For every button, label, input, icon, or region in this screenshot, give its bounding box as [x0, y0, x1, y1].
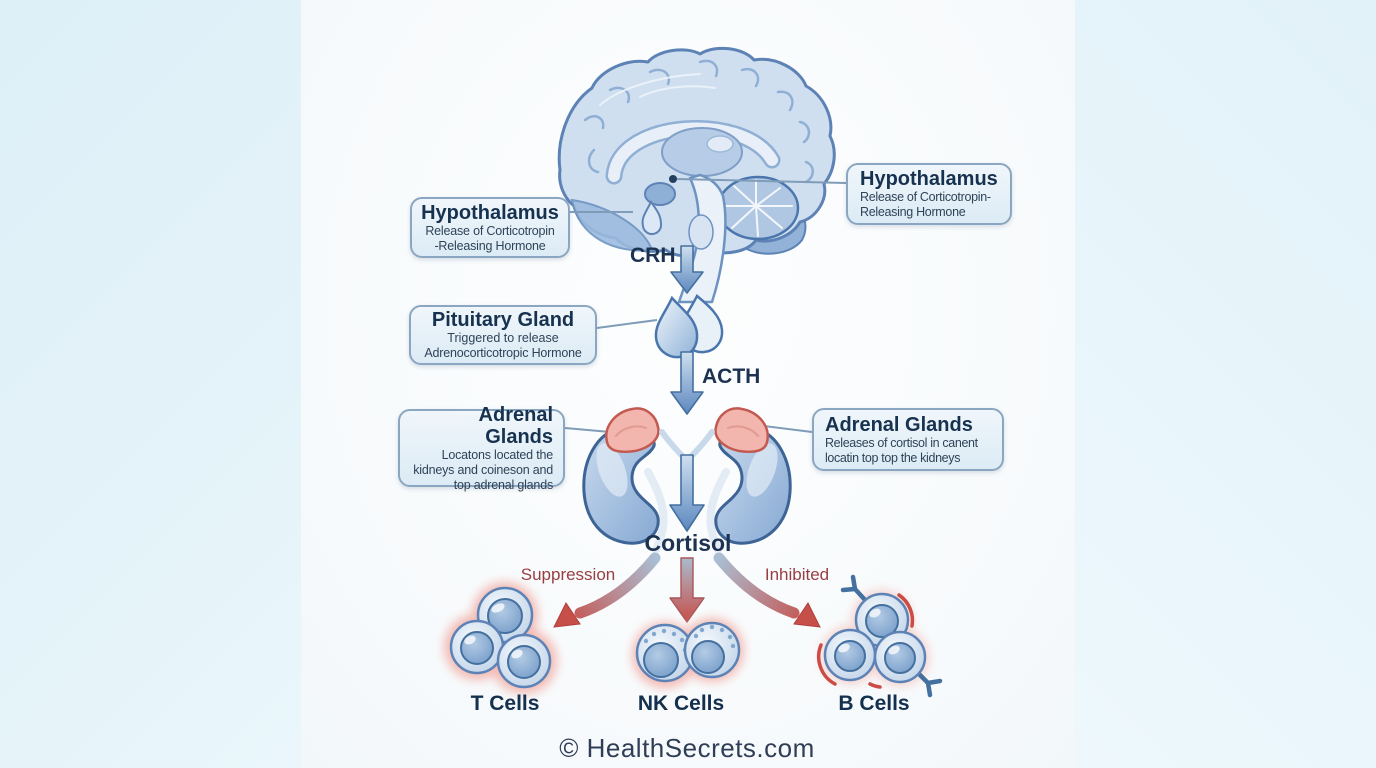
- hypothalamus-dot: [669, 175, 677, 183]
- hypothalamus-left-callout: Hypothalamus Release of Corticotropin -R…: [410, 197, 570, 258]
- pituitary-callout: Pituitary Gland Triggered to release Adr…: [409, 305, 597, 365]
- nk-granules: [693, 624, 736, 649]
- hypothalamus-right-callout: Hypothalamus Release of Corticotropin- R…: [846, 163, 1012, 225]
- callout-line: Adrenocorticotropic Hormone: [424, 346, 582, 360]
- callout-line: Locatons located the: [441, 447, 554, 462]
- cortisol-release-arrow: [659, 429, 715, 532]
- pituitary-gland-illustration: [654, 294, 724, 359]
- kidney-right-highlight: [746, 443, 778, 497]
- inhibited-label: Inhibited: [764, 565, 830, 584]
- t-cell: [496, 633, 552, 689]
- thalamus-highlight: [706, 135, 734, 153]
- connector-pituitary: [596, 319, 658, 329]
- renal-vessels: [644, 468, 730, 554]
- callout-line: Releases of cortisol in canent: [825, 435, 978, 450]
- left-background-panel: [0, 0, 301, 768]
- watermark-text: © HealthSecrets.com: [559, 733, 815, 763]
- b-cells-label: B Cells: [838, 692, 910, 715]
- b-cell: [873, 630, 927, 684]
- nk-cell: [683, 621, 741, 679]
- b-cell: [823, 628, 877, 682]
- thalamus: [661, 127, 743, 177]
- adrenal-gland-right: [714, 407, 769, 454]
- inhibited-arrow: [713, 552, 800, 619]
- cortisol-label: Cortisol: [644, 530, 732, 556]
- adrenal-gland-left: [605, 407, 660, 454]
- hypothalamus-region: [644, 182, 676, 206]
- callout-title: Pituitary Gland: [431, 309, 575, 331]
- suppression-arrow: [574, 552, 661, 619]
- nk-cells-illustration: [632, 618, 744, 688]
- right-background-panel: [1075, 0, 1376, 768]
- kidneys-illustration: [582, 407, 792, 554]
- effect-arrows: [553, 552, 821, 628]
- b-cell-red-accents: [816, 593, 915, 689]
- callout-title: Hypothalamus: [860, 168, 998, 190]
- kidney-left-highlight: [596, 443, 628, 497]
- acth-arrow: [670, 351, 704, 415]
- adrenal-left-callout: Adrenal Glands Locatons located the kidn…: [398, 404, 565, 492]
- adrenal-right-texture: [727, 425, 759, 437]
- connector-hypothalamus-right: [676, 178, 847, 184]
- cerebellum: [716, 175, 800, 241]
- cerebellum-veins: [723, 179, 793, 237]
- nk-cells-label: NK Cells: [637, 692, 725, 715]
- callout-title: Adrenal Glands: [825, 413, 973, 436]
- callout-title: Hypothalamus: [421, 201, 559, 224]
- callout-line: top adrenal glands: [453, 477, 553, 492]
- callout-title: Adrenal Glands: [478, 403, 553, 448]
- pons: [688, 214, 714, 250]
- b-cells-illustration: [816, 574, 943, 698]
- adrenal-right-callout: Adrenal Glands Releases of cortisol in c…: [812, 408, 1004, 471]
- pituitary-stalk-drop: [641, 200, 663, 235]
- brain-illustration: [557, 46, 836, 304]
- acth-label: ACTH: [702, 365, 761, 388]
- callout-line: kidneys and coineson and: [413, 462, 553, 477]
- corpus-callosum: [608, 122, 778, 182]
- inhibited-arrowhead: [793, 602, 821, 628]
- crh-arrow: [670, 245, 704, 294]
- gyri-highlights: [599, 73, 716, 106]
- center-inhibit-arrow: [669, 557, 705, 623]
- callout-line: locatin top top the kidneys: [825, 450, 961, 465]
- pituitary-front-lobe: [654, 295, 699, 359]
- callout-line: -Releasing Hormone: [434, 238, 546, 253]
- connector-adrenal-left: [564, 427, 611, 433]
- callout-line: Triggered to release: [447, 331, 559, 345]
- t-cells-label: T Cells: [470, 692, 540, 715]
- crh-label: CRH: [630, 244, 676, 267]
- suppression-label: Suppression: [520, 565, 616, 584]
- b-cell-receptors: [840, 574, 943, 698]
- callout-line: Releasing Hormone: [860, 205, 966, 219]
- t-cell: [449, 619, 505, 675]
- callout-line: Release of Corticotropin: [425, 223, 555, 238]
- suppression-arrowhead: [553, 602, 581, 628]
- adrenal-left-texture: [615, 425, 647, 437]
- t-cells-illustration: [444, 582, 557, 694]
- callout-line: Release of Corticotropin-: [860, 190, 991, 204]
